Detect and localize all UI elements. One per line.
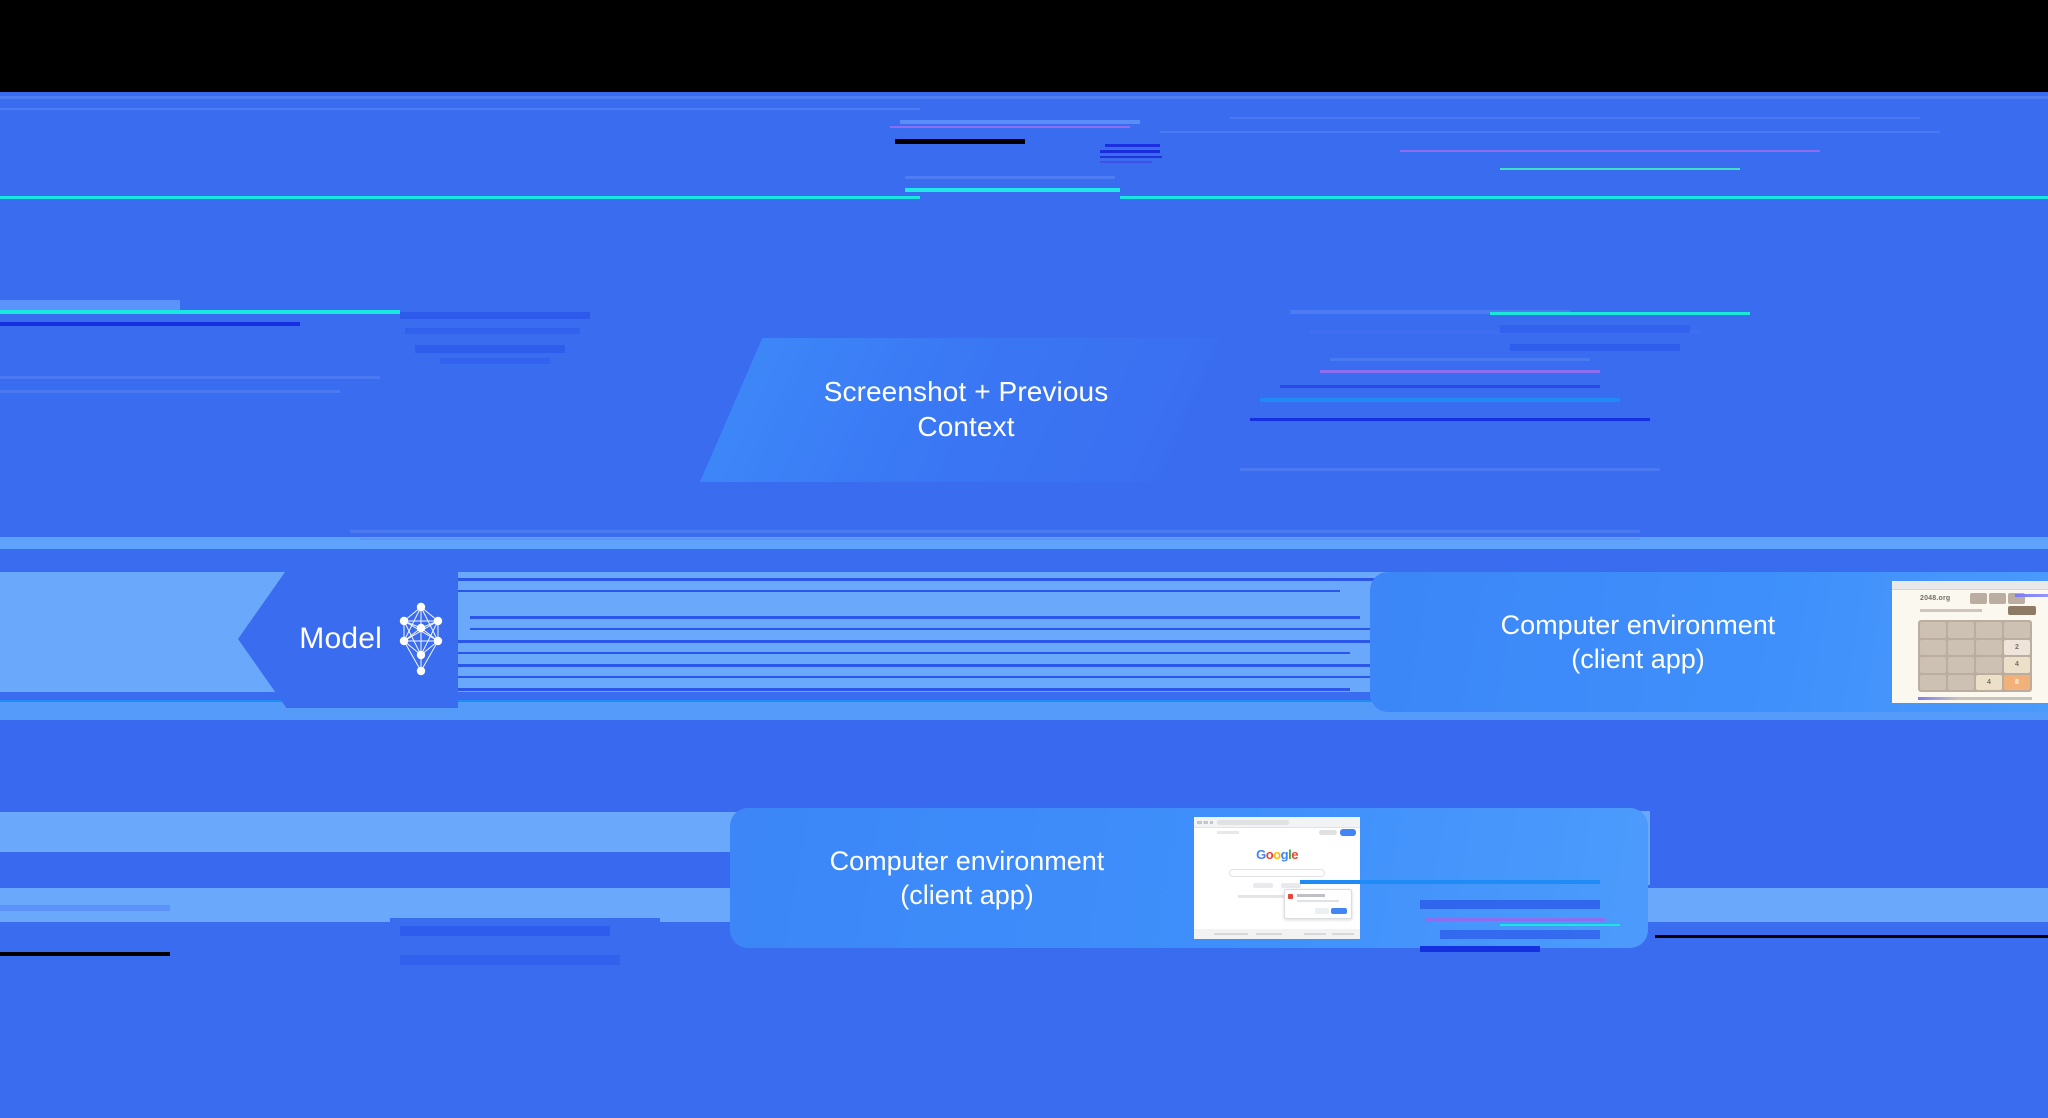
offered-in-text [1238,895,1316,898]
screenshot-context-line1: Screenshot + Previous [823,376,1109,408]
browser-chrome-bar [1892,581,2048,590]
band-mid-bottom [0,922,2048,1118]
band-light-a [0,537,2048,549]
screenshot-context-label: Screenshot + Previous Context [801,375,1131,444]
tile [1976,639,2002,655]
band-black-top [0,0,2048,92]
tile [1920,657,1946,673]
band-mid-b [0,692,2048,700]
band-mid-a [0,549,2048,572]
footer-link [1214,933,1248,935]
score-boxes [1970,593,2025,604]
environment-top-line1: Computer environment [1500,609,1776,640]
tile-4: 4 [1976,674,2002,690]
environment-bottom-line2: (client app) [900,880,1034,910]
new-game-button[interactable] [2008,606,2036,615]
tile [1976,622,2002,638]
tile [1948,657,1974,673]
site-title: 2048.org [1920,595,1951,602]
search-input[interactable] [1229,869,1325,877]
environment-card-top[interactable]: Computer environment (client app) 2048.o… [1370,572,2048,712]
thumbnail-google-search[interactable]: Google [1194,817,1360,939]
environment-bottom-label: Computer environment (client app) [730,844,1190,912]
tile [1948,674,1974,690]
model-node[interactable]: Model [238,570,458,708]
screenshot-context-node[interactable]: Screenshot + Previous Context [700,338,1220,482]
dialog-icon [1288,894,1293,899]
browser-chrome-bar [1194,817,1360,828]
tile [1948,622,1974,638]
tile-8: 8 [2004,674,2030,690]
tile [1920,639,1946,655]
subtitle-text [1920,609,1982,612]
tile-2: 2 [2004,639,2030,655]
gmail-images-links [1319,830,1337,835]
footer-link [1332,933,1354,935]
tile [2004,622,2030,638]
model-label: Model [299,622,382,655]
tile-4: 4 [2004,657,2030,673]
sign-in-button[interactable] [1340,829,1356,836]
dialog-text [1297,900,1339,902]
game-board[interactable]: 2 4 4 8 [1918,620,2032,692]
tile [1948,639,1974,655]
environment-bottom-line1: Computer environment [829,845,1105,876]
dialog-cancel-button[interactable] [1315,908,1329,914]
bookmark-bar [1217,831,1239,834]
footer-link [1256,933,1282,935]
screenshot-context-line2: Context [917,411,1015,442]
tile [1976,657,2002,673]
search-buttons [1253,883,1301,888]
neural-network-icon [399,602,443,676]
footer-text [1918,697,2032,700]
score-box [1989,593,2006,604]
dialog-confirm-button[interactable] [1331,908,1347,914]
footer-link [1304,933,1326,935]
score-box [2008,593,2025,604]
google-logo: Google [1256,847,1298,862]
environment-top-label: Computer environment (client app) [1370,608,1892,676]
dialog-title [1297,894,1325,897]
tile [1920,622,1946,638]
header-links [2015,594,2048,597]
tile [1920,674,1946,690]
environment-top-line2: (client app) [1571,644,1705,674]
url-bar[interactable] [1217,820,1289,825]
score-box [1970,593,1987,604]
google-search-button[interactable] [1253,883,1273,888]
environment-card-bottom[interactable]: Computer environment (client app) Google [730,808,1648,948]
account-area [1319,829,1356,836]
thumbnail-2048-game[interactable]: 2048.org 2 4 [1892,581,2048,703]
nav-buttons [1197,821,1213,824]
band-light-bottomleft [0,812,740,852]
feeling-lucky-button[interactable] [1281,883,1301,888]
dialog-box[interactable] [1284,889,1352,919]
page-footer [1194,929,1360,939]
